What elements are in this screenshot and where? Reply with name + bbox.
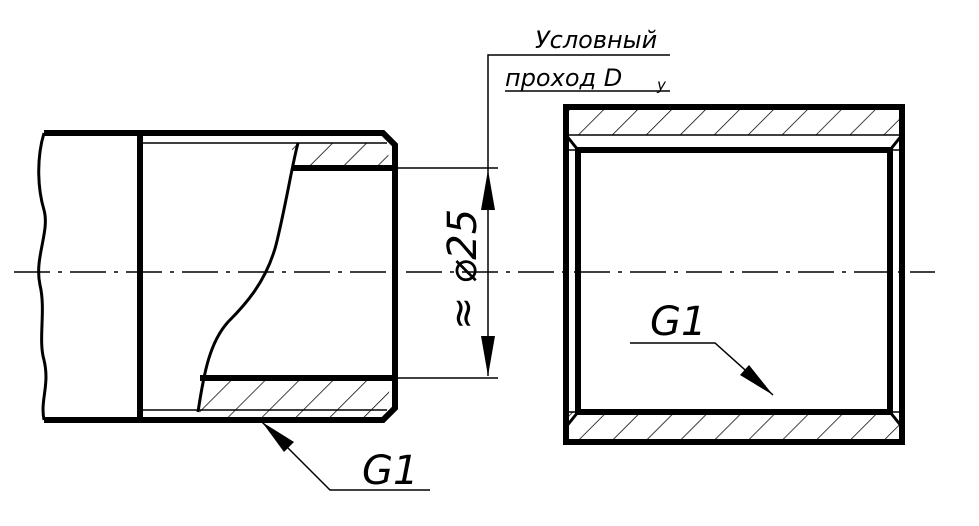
note-line2: проход D: [505, 64, 622, 92]
thread-leader-right: [630, 342, 774, 396]
dimension-text: ≈ ⌀25: [440, 209, 486, 330]
diameter-dimension: [395, 54, 670, 379]
left-fitting: [37, 130, 398, 423]
note-subscript: у: [656, 76, 667, 94]
note-line1: Условный: [535, 26, 657, 54]
thread-leader-left: [261, 421, 430, 491]
right-coupling: [563, 104, 905, 445]
thread-label-left: G1: [362, 448, 418, 494]
thread-label-right: G1: [650, 299, 706, 345]
